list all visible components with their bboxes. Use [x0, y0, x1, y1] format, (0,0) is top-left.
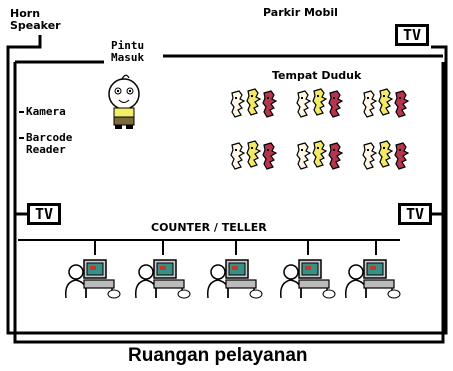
horn-speaker-label: Horn Speaker: [10, 7, 61, 32]
counter-drops: [94, 240, 377, 255]
tv-left: TV: [27, 203, 61, 225]
baby-mascot-icon: [108, 74, 140, 129]
diagram-caption: Ruangan pelayanan: [128, 345, 308, 366]
seat-person-icon: [296, 88, 344, 118]
tempat-duduk-label: Tempat Duduk: [272, 69, 362, 82]
tv-top-right: TV: [395, 24, 429, 46]
seat-person-icon: [230, 140, 278, 170]
computer-user-icon: [279, 259, 336, 299]
tv-right: TV: [398, 203, 432, 225]
computer-user-icon: [206, 259, 263, 299]
computer-user-icon: [134, 259, 191, 299]
seat-person-icon: [230, 88, 278, 118]
seat-person-icon: [362, 88, 410, 118]
speaker-line: [6, 35, 448, 335]
pintu-masuk-label: Pintu Masuk: [111, 39, 145, 64]
computer-user-icon: [64, 259, 121, 299]
outer-wall: [13, 62, 445, 344]
barcode-reader-label: Barcode Reader: [26, 131, 73, 156]
parkir-mobil-label: Parkir Mobil: [263, 6, 338, 19]
computer-user-icon: [344, 259, 401, 299]
seat-person-icon: [296, 140, 344, 170]
counter-teller-label: COUNTER / TELLER: [151, 221, 267, 234]
seat-person-icon: [362, 140, 410, 170]
kamera-label: Kamera: [26, 105, 66, 118]
